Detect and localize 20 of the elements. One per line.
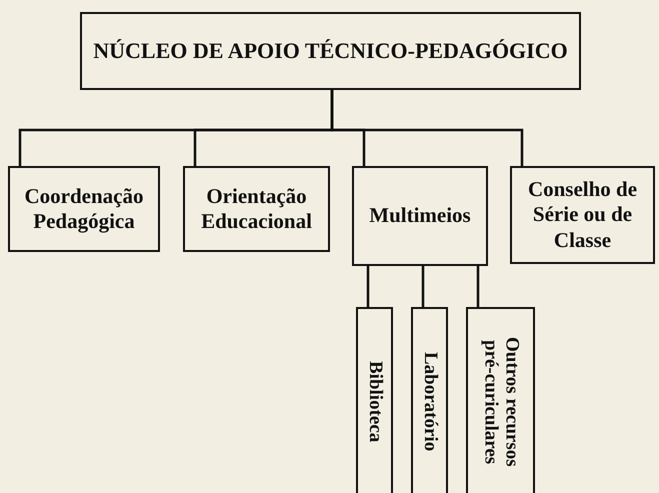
- sub-unit-box: [466, 307, 535, 493]
- unit-box: [510, 166, 655, 264]
- sub-unit-box: [356, 307, 393, 493]
- unit-label: Laboratório: [419, 352, 440, 452]
- unit-label: Outros recursos pré-curiculares: [480, 336, 522, 469]
- unit-label: Conselho de Série ou de Classe: [526, 177, 638, 253]
- unit-box: [352, 166, 488, 266]
- sub-unit-box: [411, 307, 448, 493]
- connector-line: [476, 266, 480, 307]
- connector-line: [366, 266, 370, 307]
- unit-label: Biblioteca: [364, 361, 385, 443]
- connector-line: [330, 90, 524, 166]
- unit-box: [183, 166, 330, 252]
- unit-label: Multimeios: [369, 203, 471, 229]
- unit-box: [8, 166, 160, 252]
- unit-label: Orientação Educacional: [200, 184, 313, 234]
- connector-line: [422, 266, 424, 307]
- header-box: [80, 12, 581, 90]
- heading: NÚCLEO DE APOIO TÉCNICO-PEDAGÓGICO: [93, 38, 568, 64]
- unit-label: Coordenação Pedagógica: [24, 184, 144, 234]
